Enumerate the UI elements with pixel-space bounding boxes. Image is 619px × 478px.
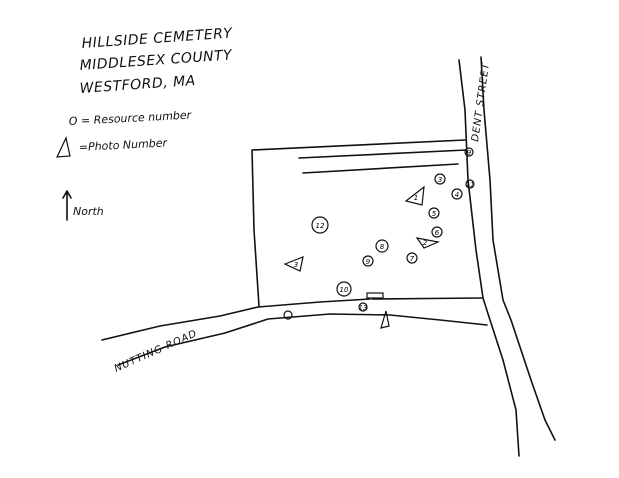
photo-triangle-icon — [283, 256, 304, 272]
photo-marker: 2 — [415, 237, 441, 249]
nutting-road-label: NUTTING ROAD — [113, 328, 199, 375]
legend-photo-label: =Photo Number — [78, 136, 168, 154]
nutting-road-north-edge — [101, 298, 371, 341]
cemetery-boundary — [251, 139, 483, 307]
cemetery-path-upper — [298, 149, 467, 159]
resource-number: 8 — [380, 243, 385, 251]
resource-number: 9 — [366, 258, 371, 266]
north-arrow-icon — [62, 190, 72, 221]
map-title-line-2: MIDDLESEX COUNTY — [79, 47, 233, 74]
photo-number: 1 — [414, 194, 418, 202]
photo-marker — [380, 310, 390, 329]
resource-number: 13 — [359, 304, 368, 312]
resource-marker: 5 — [428, 207, 440, 219]
resource-marker: 12 — [311, 216, 329, 234]
photo-marker: 3 — [283, 256, 304, 272]
north-arrow: North — [62, 190, 104, 221]
resource-number: 4 — [455, 191, 459, 199]
map-title-line-3: WESTFORD, MA — [79, 73, 196, 97]
cemetery-gate — [366, 292, 384, 299]
resource-marker: 8 — [375, 239, 389, 253]
resource-number: 12 — [316, 222, 325, 230]
resource-marker: 3 — [434, 173, 446, 185]
photo-triangle-icon — [56, 136, 71, 158]
resource-marker: 7 — [406, 252, 418, 264]
legend: O = Resource number =Photo Number — [56, 109, 193, 158]
photo-number: 3 — [294, 261, 298, 269]
legend-resource-label: O = Resource number — [68, 109, 192, 128]
resource-marker: 6 — [431, 226, 443, 238]
nutting-road-south-edge — [117, 313, 488, 366]
resource-number: 5 — [432, 210, 437, 218]
resource-marker — [283, 310, 293, 320]
photo-triangle-icon — [415, 237, 441, 249]
dent-street-label: DENT STREET — [470, 62, 492, 143]
resource-marker: 9 — [464, 147, 474, 157]
cemetery-path-lower — [302, 163, 459, 174]
dent-street-west-edge — [458, 59, 520, 457]
photo-triangle-icon — [380, 310, 390, 329]
photo-triangle-icon — [404, 185, 425, 206]
resource-marker: 4 — [451, 188, 463, 200]
dent-street-east-edge — [480, 56, 556, 441]
resource-number: 9 — [467, 149, 472, 157]
resource-number: 6 — [435, 229, 440, 237]
resource-marker: 11 — [465, 179, 475, 189]
resource-number: 7 — [410, 255, 415, 263]
resource-number: 11 — [466, 181, 475, 189]
north-label: North — [73, 205, 104, 218]
resource-number: 3 — [438, 176, 442, 184]
resource-marker: 10 — [336, 281, 352, 297]
resource-marker: 9 — [362, 255, 374, 267]
photo-marker: 1 — [404, 185, 425, 206]
resource-number: 10 — [340, 286, 349, 294]
photo-number: 2 — [423, 239, 428, 247]
resource-marker: 13 — [358, 302, 368, 312]
